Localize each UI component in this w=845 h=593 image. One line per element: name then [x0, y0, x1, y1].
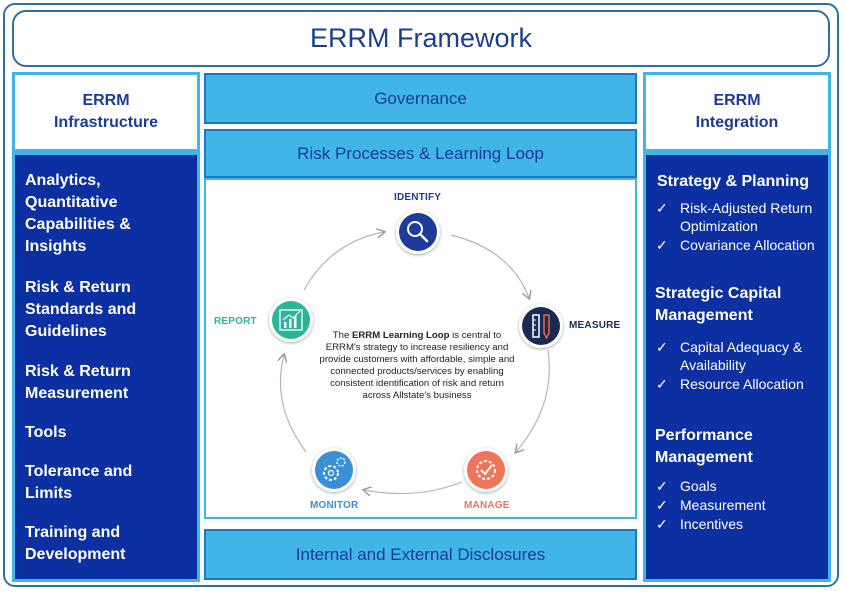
monitor-label: MONITOR — [310, 500, 359, 511]
risk-processes-bar: Risk Processes & Learning Loop — [204, 129, 637, 178]
learning-loop-description: The ERRM Learning Loop is central to ERR… — [317, 330, 517, 402]
item-text: Standards and — [25, 301, 137, 318]
item-text: Insights — [25, 238, 87, 255]
integration-heading-line2: Integration — [695, 114, 779, 131]
item-text: Tools — [25, 424, 67, 441]
check-icon: ✓ — [656, 478, 668, 494]
integration-section-heading: Strategy & Planning — [657, 173, 810, 190]
description-rest: is central to ERRM's strategy to increas… — [319, 330, 515, 401]
loop-diagram — [269, 210, 563, 519]
infrastructure-heading-line2: Infrastructure — [53, 114, 159, 131]
integration-bullet: ✓ Incentives — [656, 515, 743, 533]
loop-arrow — [516, 349, 550, 452]
integration-bullet: ✓ Capital Adequacy & Availability — [656, 338, 802, 374]
check-icon: ✓ — [656, 200, 668, 216]
item-text: Measurement — [25, 385, 129, 402]
loop-arrow — [280, 355, 307, 453]
manage-label: MANAGE — [464, 500, 510, 511]
check-icon: ✓ — [656, 237, 668, 253]
ruler-pencil-icon — [519, 304, 563, 348]
description-bold: ERRM Learning Loop — [351, 330, 450, 341]
infrastructure-item: Training and Development — [25, 522, 205, 566]
magnifier-icon — [396, 210, 440, 254]
disclosures-bar: Internal and External Disclosures — [204, 529, 637, 580]
governance-label: Governance — [374, 88, 467, 108]
bullet-text: Goals — [680, 478, 717, 494]
item-text: Training and — [25, 524, 121, 541]
bullet-text: Measurement — [680, 497, 766, 513]
infrastructure-item: Tools — [25, 422, 205, 444]
item-text: Limits — [25, 485, 73, 502]
heading-text: Performance — [655, 427, 753, 444]
title-box: ERRM Framework — [12, 10, 830, 67]
report-label: REPORT — [214, 316, 257, 327]
infrastructure-item: Risk & Return Standards and Guidelines — [25, 277, 205, 343]
loop-arrow — [303, 232, 384, 291]
bullet-text: Risk-Adjusted Return — [680, 200, 813, 216]
item-text: Quantitative — [25, 194, 118, 211]
check-icon: ✓ — [656, 376, 668, 392]
bullet-text: Resource Allocation — [680, 376, 804, 392]
heading-text: Management — [655, 307, 753, 324]
check-icon: ✓ — [656, 516, 668, 532]
gear-check-icon — [464, 448, 508, 492]
page-title: ERRM Framework — [309, 23, 532, 53]
infrastructure-item: Risk & Return Measurement — [25, 361, 205, 405]
bullet-text: Optimization — [680, 218, 758, 234]
integration-section-heading: Strategic Capital Management — [655, 283, 781, 327]
item-text: Analytics, — [25, 172, 101, 189]
check-icon: ✓ — [656, 339, 668, 355]
integration-bullet: ✓ Resource Allocation — [656, 375, 804, 393]
infrastructure-heading-line1: ERRM — [82, 92, 130, 109]
integration-heading-line1: ERRM — [713, 92, 761, 109]
item-text: Risk & Return — [25, 363, 131, 380]
measure-label: MEASURE — [569, 320, 621, 331]
item-text: Guidelines — [25, 323, 107, 340]
bullet-text: Incentives — [680, 516, 744, 532]
integration-section-heading: Performance Management — [655, 425, 753, 469]
check-icon: ✓ — [656, 497, 668, 513]
learning-loop: IDENTIFY MEASURE MANAGE MONITOR REPORT T… — [204, 178, 637, 519]
loop-arrow — [450, 234, 529, 298]
identify-label: IDENTIFY — [394, 192, 442, 203]
heading-text: Management — [655, 449, 753, 466]
heading-text: Strategic Capital — [655, 285, 782, 302]
risk-processes-label: Risk Processes & Learning Loop — [297, 143, 544, 163]
description-prefix: The — [332, 330, 352, 341]
disclosures-label: Internal and External Disclosures — [295, 544, 546, 564]
infrastructure-item: Tolerance and Limits — [25, 461, 205, 505]
bullet-text: Capital Adequacy & — [680, 339, 803, 355]
integration-bullet: ✓ Goals — [656, 477, 717, 495]
loop-arrow — [364, 481, 463, 494]
infrastructure-item: Analytics, Quantitative Capabilities & I… — [25, 170, 205, 258]
item-text: Capabilities & — [25, 216, 131, 233]
infrastructure-panel: Analytics, Quantitative Capabilities & I… — [12, 152, 200, 582]
bullet-text: Availability — [680, 357, 746, 373]
integration-bullet: ✓ Measurement — [656, 496, 766, 514]
bar-chart-icon — [269, 298, 313, 342]
integration-bullet: ✓ Covariance Allocation — [656, 236, 815, 254]
item-text: Development — [25, 546, 126, 563]
infrastructure-header: ERRM Infrastructure — [12, 72, 200, 152]
bullet-text: Covariance Allocation — [680, 237, 815, 253]
governance-bar: Governance — [204, 73, 637, 124]
item-text: Risk & Return — [25, 279, 131, 296]
integration-panel: Strategy & Planning ✓ Risk-Adjusted Retu… — [643, 152, 831, 582]
item-text: Tolerance and — [25, 463, 133, 480]
gears-icon — [312, 448, 356, 492]
integration-header: ERRM Integration — [643, 72, 831, 152]
